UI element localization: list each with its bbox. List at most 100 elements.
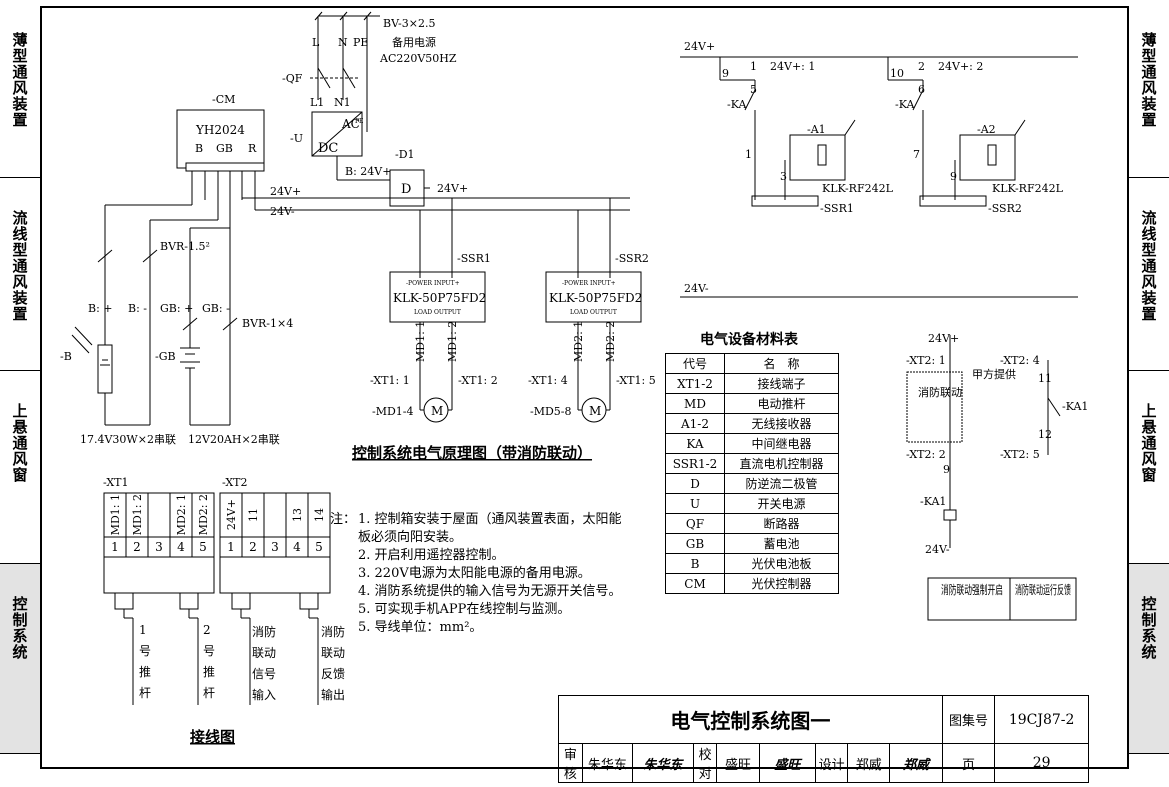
right-index-bar: 薄型通风装置 流线型通风装置 上悬通风窗 控制系统 — [1129, 0, 1169, 787]
xt24-label: -XT2: 4 — [1000, 354, 1040, 367]
md58-label: -MD5-8 — [530, 405, 572, 418]
page-label: 页 — [941, 743, 996, 783]
bvr15-label: BVR-1.5² — [160, 240, 210, 253]
fire-24v-plus: 24V+ — [928, 332, 959, 345]
wireless-circuit: 24V+ 24V- 9 1 24V+: 1 5 -KA 1 3 -A1 KLK-… — [680, 40, 1078, 298]
fire-cap2: 消防联动运行反馈 — [1015, 582, 1071, 597]
index-tab-label: 流线型通风装置 — [1139, 210, 1158, 322]
diode-label: D — [401, 182, 411, 197]
a1-label: -A1 — [807, 123, 826, 136]
md21-label: MD2: 1 — [572, 321, 585, 362]
ssr2-model: KLK-50P75FD2 — [549, 291, 642, 305]
wire-label-fire-input: 消防联动信号输入 — [252, 625, 277, 702]
index-tab-streamline-vent[interactable]: 流线型通风装置 — [0, 178, 40, 371]
title-block: 电气控制系统图一 图集号 19CJ87-2 审核 朱华东 朱华东 校对 盛旺 盛… — [558, 695, 1089, 783]
index-tab-label: 上悬通风窗 — [10, 403, 29, 483]
power-input-label: -POWER INPUT+ — [406, 280, 460, 287]
n3: 3 — [780, 170, 787, 183]
fire-n9: 9 — [943, 463, 950, 476]
n1-label: N1 — [334, 96, 351, 109]
xt2-block: 24V+ 11 13 14 1 2 3 4 5 — [220, 493, 330, 557]
index-tab-control-system[interactable]: 控制系统 — [1129, 564, 1169, 754]
code-cell: B — [665, 553, 725, 574]
ssr2r-label: -SSR2 — [988, 202, 1022, 215]
index-tab-label: 上悬通风窗 — [1139, 403, 1158, 483]
terminal-top-label: MD2: 1 — [174, 494, 188, 536]
n7: 7 — [913, 148, 920, 161]
d1-label: -D1 — [395, 148, 415, 161]
right-bus-plus: 24V+ — [684, 40, 715, 53]
md14-label: -MD1-4 — [372, 405, 414, 418]
a2-label: -A2 — [977, 123, 996, 136]
notes-list: 1. 控制箱安装于屋面（通风装置表面，太阳能板必须向阳安装。 2. 开启利用遥控… — [358, 511, 626, 637]
L-label: L — [312, 36, 320, 49]
n5: 5 — [750, 83, 757, 96]
bminus-label: B: - — [128, 302, 147, 315]
xt21-label: -XT2: 1 — [906, 354, 946, 367]
reviewer-name: 朱华东 — [581, 743, 634, 783]
wire-label-pusher2: 2号推杆 — [203, 623, 216, 700]
materials-title: 电气设备材料表 — [700, 332, 798, 348]
md12-label: MD1: 2 — [446, 321, 459, 362]
index-tab-label: 控制系统 — [10, 596, 29, 660]
backup-power-group: BV-3×2.5 备用电源 AC220V50HZ L N PE -QF L1 N… — [282, 11, 457, 181]
ssr2-label: -SSR2 — [615, 252, 649, 265]
fire-link-label: 消防联动 — [918, 385, 962, 399]
battery-spec: 12V20AH×2串联 — [188, 433, 280, 446]
index-tab-streamline-vent[interactable]: 流线型通风装置 — [1129, 178, 1169, 371]
n9b: 9 — [950, 170, 957, 183]
terminal-number: 5 — [199, 540, 207, 554]
design-label: 设计 — [815, 743, 849, 783]
name-cell: 蓄电池 — [724, 533, 839, 554]
atlas-label: 图集号 — [941, 695, 996, 744]
code-cell: D — [665, 473, 725, 494]
name-cell: 无线接收器 — [724, 413, 839, 434]
xt12-label: -XT1: 2 — [458, 374, 498, 387]
note-item: 2. 开启利用遥控器控制。 — [358, 548, 505, 563]
GB-port-label: GB — [216, 142, 233, 155]
cm-label: -CM — [212, 93, 235, 106]
ka1-contact-label: -KA1 — [1062, 400, 1088, 413]
code-cell: CM — [665, 573, 725, 594]
reviewer-signature: 朱华东 — [632, 743, 694, 783]
ssr1-model: KLK-50P75FD2 — [393, 291, 486, 305]
note-item: 4. 消防系统提供的输入信号为无源开关信号。 — [358, 584, 622, 599]
index-tab-top-hung-window[interactable]: 上悬通风窗 — [1129, 371, 1169, 564]
wire-label-fire-output: 消防联动反馈输出 — [321, 625, 346, 702]
b24-label: B: 24V+ — [345, 165, 391, 178]
terminal-top-label: MD1: 1 — [108, 494, 122, 536]
index-tab-thin-vent[interactable]: 薄型通风装置 — [0, 0, 40, 178]
xt11-label: -XT1: 1 — [370, 374, 410, 387]
l1-label: L1 — [310, 96, 324, 109]
bplus-label: B: + — [88, 302, 113, 315]
r24p2: 24V+: 2 — [938, 60, 983, 73]
terminal-number: 2 — [133, 540, 141, 554]
code-cell: MD — [665, 393, 725, 414]
terminal-top-label: 24V+ — [224, 499, 238, 531]
index-tab-label: 薄型通风装置 — [1139, 32, 1158, 128]
wire-label-pusher1: 1号推杆 — [139, 623, 152, 700]
index-tab-label: 薄型通风装置 — [10, 32, 29, 128]
ssr2-module: -SSR2 -POWER INPUT+ KLK-50P75FD2 LOAD OU… — [528, 198, 656, 423]
index-tab-control-system[interactable]: 控制系统 — [0, 564, 40, 754]
md22-label: MD2: 2 — [604, 321, 617, 362]
load-output-label: LOAD OUTPUT — [570, 309, 617, 316]
terminal-number: 3 — [271, 540, 279, 554]
index-tab-thin-vent[interactable]: 薄型通风装置 — [1129, 0, 1169, 178]
index-tab-top-hung-window[interactable]: 上悬通风窗 — [0, 371, 40, 564]
motor-label: M — [431, 404, 443, 418]
wiring-diagram: -XT1 -XT2 接线图 — [103, 476, 331, 746]
code-cell: XT1-2 — [665, 373, 725, 394]
checker-signature: 盛旺 — [758, 743, 817, 783]
qf-label: -QF — [282, 72, 303, 85]
materials-header: 代号 — [665, 353, 725, 374]
page-number: 29 — [994, 743, 1089, 783]
ssr1r-label: -SSR1 — [820, 202, 854, 215]
designer-signature: 郑威 — [889, 743, 943, 783]
